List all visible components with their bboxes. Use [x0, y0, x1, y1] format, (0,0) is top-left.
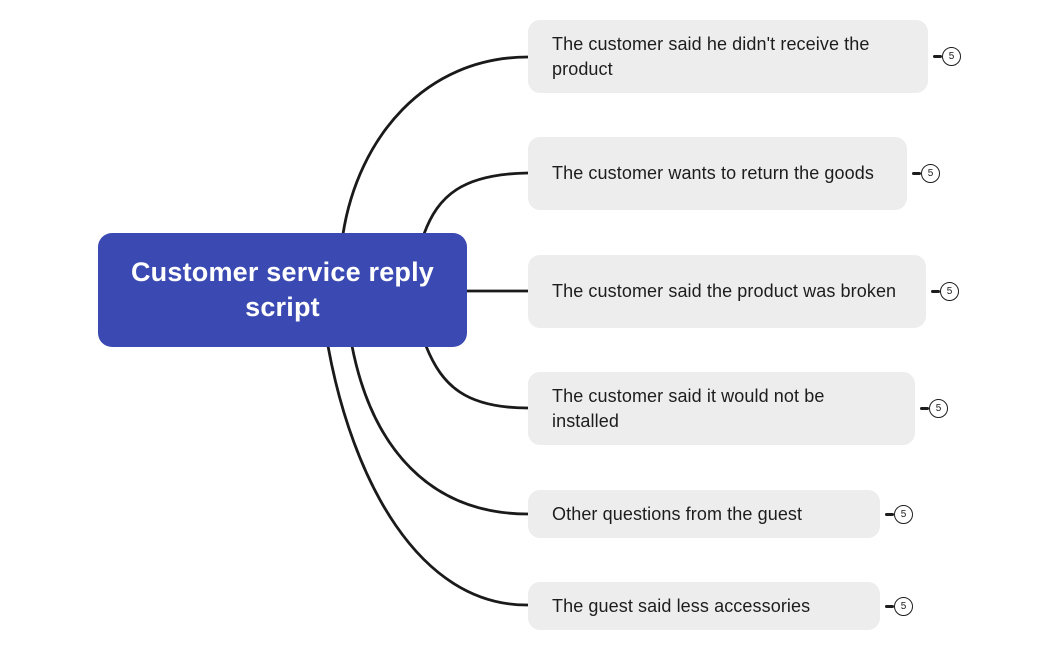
branch-box[interactable]: The customer said he didn't receive the … [528, 20, 928, 93]
collapse-count-badge[interactable]: 5 [894, 596, 913, 616]
branch-box[interactable]: Other questions from the guest [528, 490, 880, 538]
badge-count: 5 [900, 508, 907, 520]
badge-stub [885, 512, 894, 516]
branch-node-return-goods: The customer wants to return the goods 5 [528, 137, 940, 210]
connector-branch-6 [326, 344, 530, 607]
root-node[interactable]: Customer service reply script [98, 233, 467, 347]
branch-label: The guest said less accessories [552, 595, 811, 616]
branch-box[interactable]: The customer said the product was broken [528, 255, 926, 328]
collapse-count-badge[interactable]: 5 [894, 504, 913, 524]
badge-count: 5 [927, 168, 934, 179]
badge-count: 5 [946, 286, 953, 297]
branch-box[interactable]: The guest said less accessories [528, 582, 880, 630]
badge-count: 5 [935, 403, 942, 414]
collapse-count-badge[interactable]: 5 [929, 399, 948, 418]
branch-label: The customer said it would not be instal… [552, 385, 825, 431]
connector-branch-4 [424, 344, 530, 410]
branch-node-not-installed: The customer said it would not be instal… [528, 372, 948, 445]
root-node-label: Customer service reply script [130, 256, 435, 322]
branch-node-less-accessories: The guest said less accessories 5 [528, 582, 913, 630]
badge-stub [912, 172, 921, 175]
collapse-count-badge[interactable]: 5 [921, 164, 940, 183]
connector-branch-5 [350, 344, 530, 516]
badge-stub [933, 55, 942, 58]
badge-stub [920, 407, 929, 410]
collapse-count-badge[interactable]: 5 [942, 47, 961, 66]
badge-count: 5 [900, 600, 907, 612]
collapse-count-badge[interactable]: 5 [940, 282, 959, 301]
branch-box[interactable]: The customer wants to return the goods [528, 137, 907, 210]
branch-node-didnt-receive: The customer said he didn't receive the … [528, 20, 961, 93]
branch-label: Other questions from the guest [552, 503, 803, 524]
branch-node-product-broken: The customer said the product was broken… [528, 255, 959, 328]
branch-box[interactable]: The customer said it would not be instal… [528, 372, 915, 445]
badge-count: 5 [948, 51, 955, 62]
badge-stub [931, 290, 940, 293]
badge-stub [885, 604, 894, 608]
connector-branch-2 [422, 171, 530, 236]
branch-label: The customer said the product was broken [552, 281, 897, 302]
branch-label: The customer wants to return the goods [552, 163, 874, 184]
branch-node-other-questions: Other questions from the guest 5 [528, 490, 913, 538]
branch-label: The customer said he didn't receive the … [552, 33, 870, 79]
connector-branch-1 [341, 55, 530, 236]
